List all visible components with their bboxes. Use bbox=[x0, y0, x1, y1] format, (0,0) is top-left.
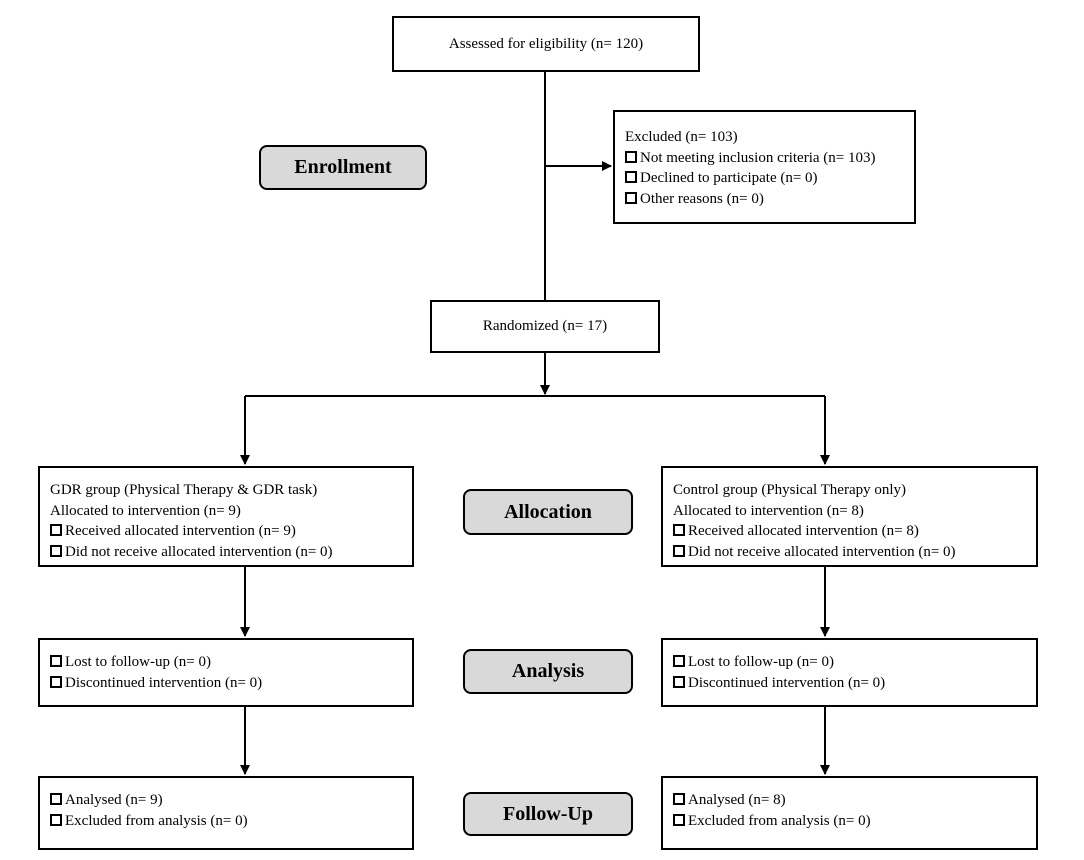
gdr-analysis-item: Lost to follow-up (n= 0) bbox=[50, 652, 402, 673]
assessed-box: Assessed for eligibility (n= 120) bbox=[392, 16, 700, 72]
checkbox-icon bbox=[673, 655, 685, 667]
stage-label-enrollment: Enrollment bbox=[259, 145, 427, 190]
gdr-followup-item: Analysed (n= 9) bbox=[50, 790, 402, 811]
gdr-allocation-item: Did not receive allocated intervention (… bbox=[50, 542, 402, 563]
stage-label-allocation: Allocation bbox=[463, 489, 633, 535]
control-allocation-item: Received allocated intervention (n= 8) bbox=[673, 521, 1026, 542]
control-analysis-item: Lost to follow-up (n= 0) bbox=[673, 652, 1026, 673]
checkbox-icon bbox=[625, 191, 637, 204]
checkbox-icon bbox=[50, 655, 62, 667]
checkbox-icon bbox=[50, 524, 62, 536]
excluded-title: Excluded (n= 103) bbox=[625, 129, 738, 145]
checkbox-icon bbox=[673, 813, 685, 826]
checkbox-icon bbox=[625, 171, 637, 183]
stage-label-analysis: Analysis bbox=[463, 649, 633, 694]
gdr-allocated: Allocated to intervention (n= 9) bbox=[50, 502, 241, 519]
checkbox-icon bbox=[673, 524, 685, 536]
checkbox-icon bbox=[50, 675, 62, 688]
excluded-item: Not meeting inclusion criteria (n= 103) bbox=[625, 148, 904, 169]
gdr-analysis-item: Discontinued intervention (n= 0) bbox=[50, 673, 402, 694]
gdr-followup-box: Analysed (n= 9) Excluded from analysis (… bbox=[38, 776, 414, 850]
control-analysis-box: Lost to follow-up (n= 0) Discontinued in… bbox=[661, 638, 1038, 707]
control-followup-box: Analysed (n= 8) Excluded from analysis (… bbox=[661, 776, 1038, 850]
gdr-followup-item: Excluded from analysis (n= 0) bbox=[50, 811, 402, 832]
control-allocation-item: Did not receive allocated intervention (… bbox=[673, 542, 1026, 563]
checkbox-icon bbox=[625, 150, 637, 163]
control-group-title: Control group (Physical Therapy only) bbox=[673, 482, 907, 498]
control-followup-item: Excluded from analysis (n= 0) bbox=[673, 811, 1026, 832]
randomized-text: Randomized (n= 17) bbox=[482, 318, 608, 334]
checkbox-icon bbox=[50, 544, 62, 557]
excluded-item: Declined to participate (n= 0) bbox=[625, 168, 904, 189]
excluded-item: Other reasons (n= 0) bbox=[625, 189, 904, 210]
checkbox-icon bbox=[673, 544, 685, 557]
control-allocated: Allocated to intervention (n= 8) bbox=[673, 502, 864, 519]
gdr-allocation-box: GDR group (Physical Therapy & GDR task) … bbox=[38, 466, 414, 567]
gdr-allocation-item: Received allocated intervention (n= 9) bbox=[50, 521, 402, 542]
randomized-box: Randomized (n= 17) bbox=[430, 300, 660, 353]
control-allocation-box: Control group (Physical Therapy only) Al… bbox=[661, 466, 1038, 567]
checkbox-icon bbox=[673, 793, 685, 805]
checkbox-icon bbox=[50, 813, 62, 826]
checkbox-icon bbox=[50, 793, 62, 805]
control-analysis-item: Discontinued intervention (n= 0) bbox=[673, 673, 1026, 694]
gdr-analysis-box: Lost to follow-up (n= 0) Discontinued in… bbox=[38, 638, 414, 707]
excluded-box: Excluded (n= 103) Not meeting inclusion … bbox=[613, 110, 916, 224]
checkbox-icon bbox=[673, 675, 685, 688]
control-followup-item: Analysed (n= 8) bbox=[673, 790, 1026, 811]
stage-label-follow-up: Follow-Up bbox=[463, 792, 633, 836]
gdr-group-title: GDR group (Physical Therapy & GDR task) bbox=[50, 482, 318, 498]
assessed-text: Assessed for eligibility (n= 120) bbox=[448, 35, 644, 52]
